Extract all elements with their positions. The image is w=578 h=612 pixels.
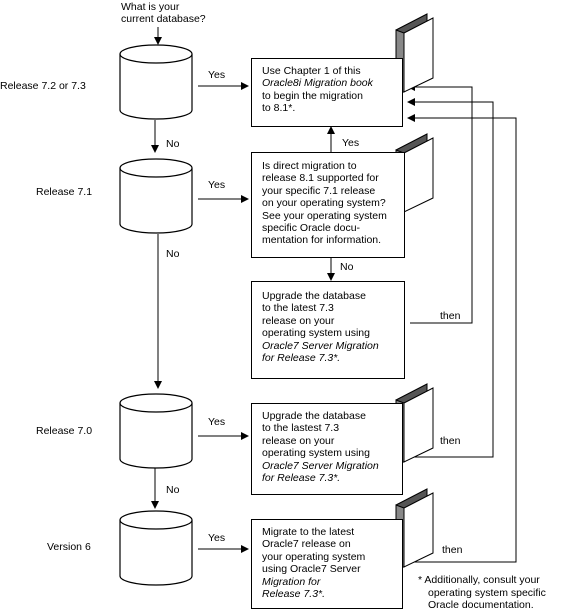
database-cylinder	[119, 44, 193, 120]
yes-label: Yes	[208, 69, 226, 81]
yes-label: Yes	[208, 179, 226, 191]
no-label: No	[166, 248, 180, 260]
book-icon	[395, 488, 434, 568]
no-label: No	[340, 261, 354, 273]
instruction-box-version6: Migrate to the latest Oracle7 release on…	[251, 519, 403, 609]
book-icon	[395, 13, 434, 93]
instruction-box-upgrade-70: Upgrade the database to the lastest 7.3 …	[251, 403, 403, 495]
yes-label: Yes	[208, 532, 226, 544]
database-cylinder	[119, 510, 193, 586]
database-cylinder	[119, 393, 193, 469]
instruction-box-upgrade-73: Upgrade the database to the latest 7.3 r…	[251, 281, 405, 379]
footnote: * Additionally, consult your operating s…	[418, 574, 546, 611]
database-cylinder	[119, 158, 193, 234]
no-label: No	[166, 484, 180, 496]
release-label: Version 6	[47, 541, 91, 553]
then-label: then	[442, 544, 463, 556]
decision-box-direct-migration: Is direct migration to release 8.1 suppo…	[251, 152, 405, 258]
release-label: Release 7.0	[36, 425, 93, 437]
yes-label: Yes	[342, 137, 360, 149]
release-label: Release 7.1	[36, 186, 93, 198]
then-label: then	[440, 310, 461, 322]
yes-label: Yes	[208, 416, 226, 428]
release-label: Release 7.2 or 7.3	[0, 80, 86, 92]
start-question: What is your current database?	[121, 1, 206, 25]
then-label: then	[440, 435, 461, 447]
no-label: No	[166, 138, 180, 150]
instruction-box-chapter1: Use Chapter 1 of this Oracle8i Migration…	[251, 58, 403, 127]
